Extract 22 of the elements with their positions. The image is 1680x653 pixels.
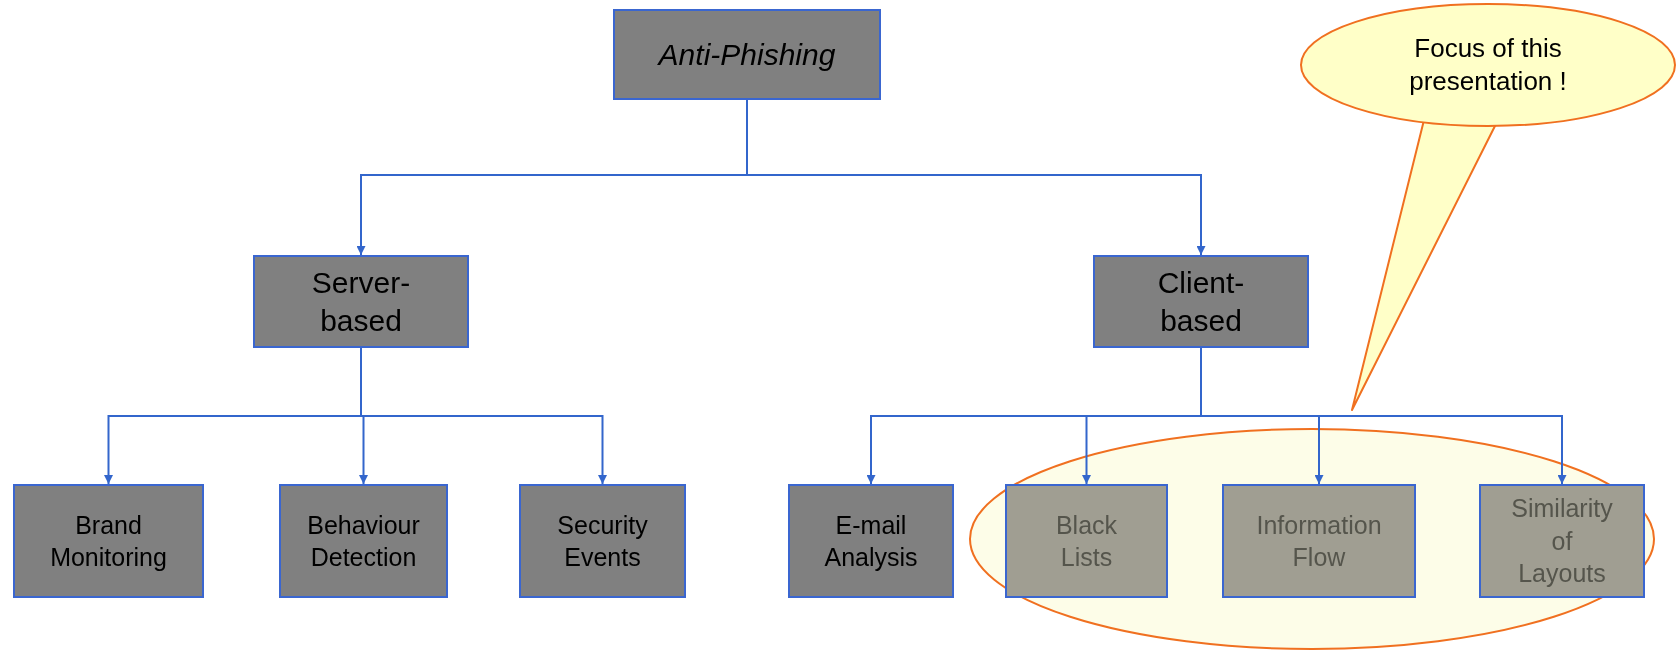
category-label: Similarity of Layouts [1510,493,1614,590]
category-label: Black Lists [1054,509,1119,573]
category-label: Behaviour Detection [306,509,421,573]
category-label: Client- based [1156,265,1246,339]
category-label: Server- based [310,265,412,339]
category-label: Anti-Phishing [656,37,837,73]
category-label: Information Flow [1255,509,1383,573]
category-box [1005,484,1168,598]
category-label: E-mail Analysis [823,509,919,573]
category-box [1093,255,1309,348]
category-box [788,484,954,598]
category-box [1479,484,1645,598]
category-label: Brand Monitoring [49,509,168,573]
connector-arrow [360,347,607,485]
category-box [279,484,448,598]
category-box [253,255,469,348]
category-box [13,484,204,598]
category-box [519,484,686,598]
category-box [613,9,881,100]
category-box [1222,484,1416,598]
callout-text: Focus of this presentation ! [1408,32,1568,97]
category-label: Security Events [556,509,649,573]
